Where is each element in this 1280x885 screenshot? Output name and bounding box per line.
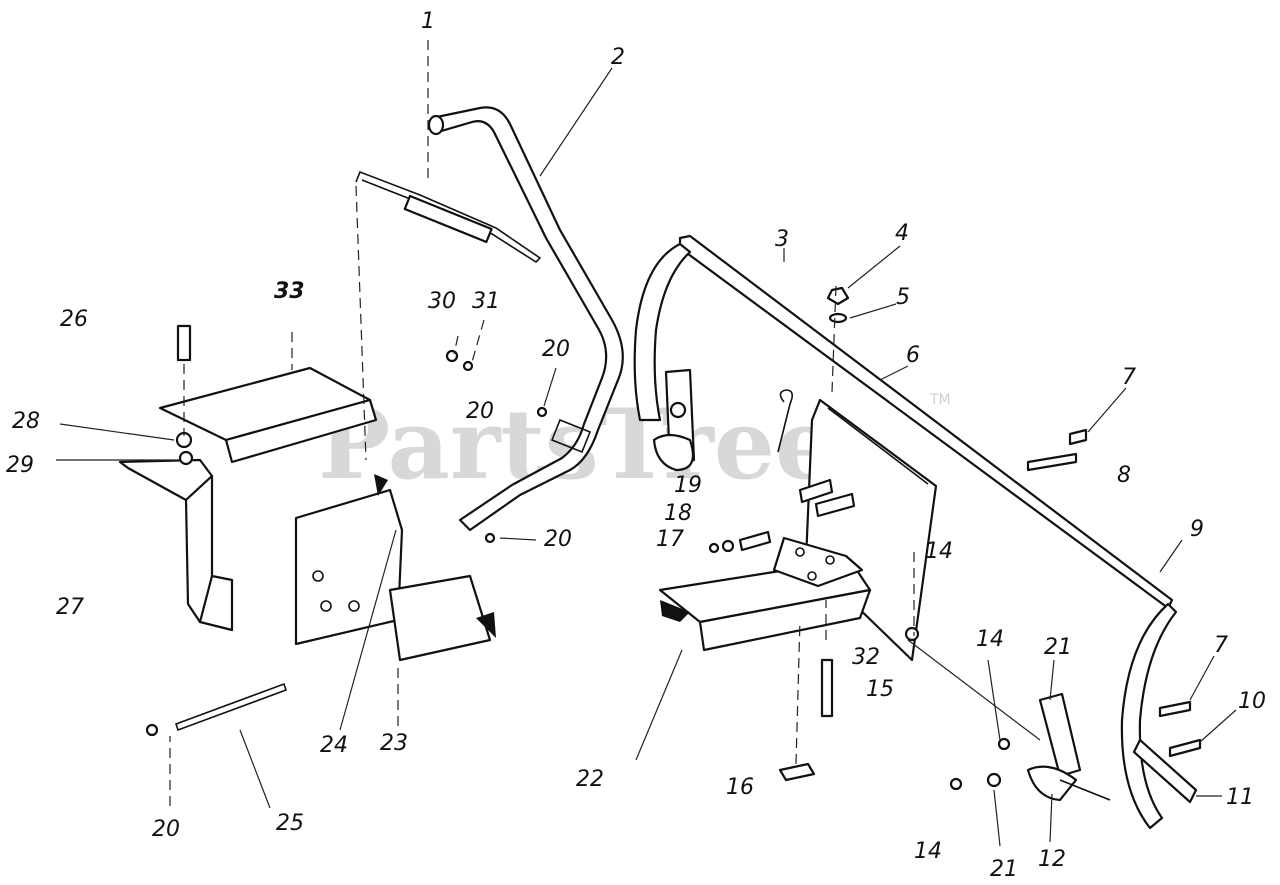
callout-2: 2 xyxy=(611,45,625,70)
callout-22: 22 xyxy=(576,767,604,792)
callout-19: 19 xyxy=(674,473,702,498)
lift-handle xyxy=(427,106,624,532)
callout-8: 8 xyxy=(1117,463,1131,488)
callout-3: 3 xyxy=(775,227,789,252)
callout-6: 6 xyxy=(906,343,920,368)
callout-1: 1 xyxy=(421,9,435,34)
push-frame xyxy=(658,536,872,652)
callout-15: 15 xyxy=(866,677,894,702)
callout-20-lower: 20 xyxy=(544,527,572,552)
callout-14-middle: 14 xyxy=(925,539,953,564)
callout-26: 26 xyxy=(60,307,88,332)
callout-27: 27 xyxy=(56,595,84,620)
blade xyxy=(633,234,1198,830)
callout-12: 12 xyxy=(1038,847,1066,872)
watermark-trademark: TM xyxy=(929,392,951,408)
callout-20-middle: 20 xyxy=(466,399,494,424)
leader-lines xyxy=(56,40,1237,847)
callout-17: 17 xyxy=(656,527,684,552)
callout-14-right: 14 xyxy=(976,627,1004,652)
callout-5: 5 xyxy=(896,285,910,310)
callout-29: 29 xyxy=(6,453,34,478)
callout-16: 16 xyxy=(726,775,754,800)
callout-20-bottom: 20 xyxy=(152,817,180,842)
callout-7-lower: 7 xyxy=(1214,633,1228,658)
callout-14-bottom: 14 xyxy=(914,839,942,864)
callout-11: 11 xyxy=(1226,785,1254,810)
callout-30: 30 xyxy=(428,289,456,314)
callout-24: 24 xyxy=(320,733,348,758)
callout-9: 9 xyxy=(1190,517,1204,542)
lift-latch-right xyxy=(1026,692,1111,802)
mounting-bracket xyxy=(118,324,496,662)
callout-32: 32 xyxy=(852,645,880,670)
spring-rod xyxy=(355,170,542,264)
callout-18: 18 xyxy=(664,501,692,526)
callout-25: 25 xyxy=(276,811,304,836)
callout-28: 28 xyxy=(12,409,40,434)
callout-31: 31 xyxy=(472,289,500,314)
callout-7-upper: 7 xyxy=(1122,365,1136,390)
callout-4: 4 xyxy=(895,221,909,246)
hardware xyxy=(145,286,1202,791)
callout-21-upper: 21 xyxy=(1044,635,1072,660)
callout-33: 33 xyxy=(274,279,305,304)
lift-latch-left xyxy=(652,368,696,472)
callout-labels: 1 2 3 4 5 6 7 8 9 7 10 11 12 21 14 21 14… xyxy=(6,9,1266,882)
callout-10: 10 xyxy=(1238,689,1266,714)
rod xyxy=(174,682,288,732)
callout-21-lower: 21 xyxy=(990,857,1018,882)
callout-20-upper: 20 xyxy=(542,337,570,362)
callout-23: 23 xyxy=(380,731,408,756)
